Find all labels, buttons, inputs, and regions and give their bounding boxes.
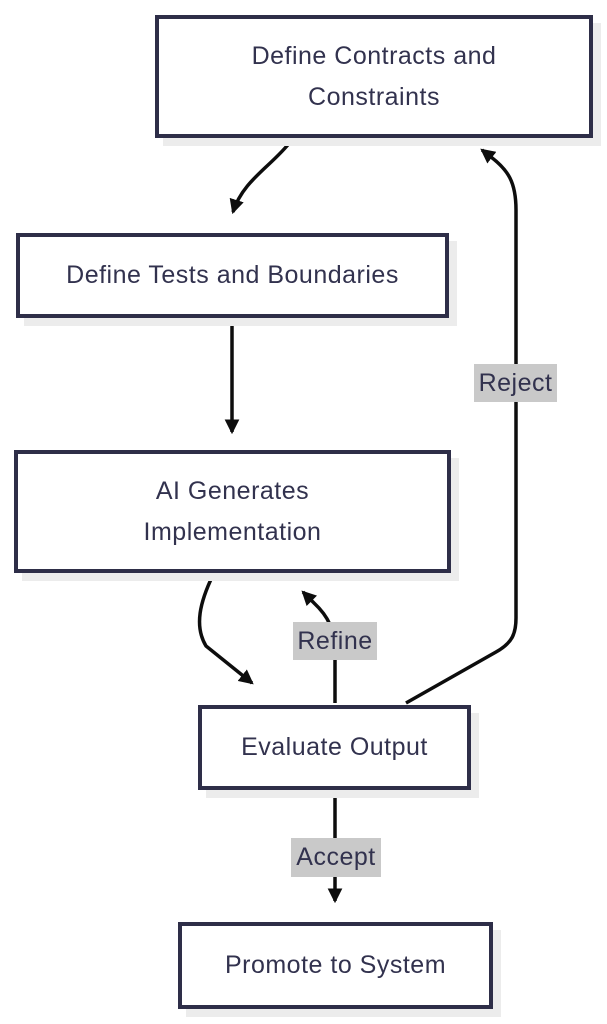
node-label-line: AI Generates: [155, 477, 310, 505]
node-evaluate-output: Evaluate Output: [198, 705, 471, 790]
edge-label-reject: Reject: [474, 364, 557, 402]
edge-evaluate-to-contracts-reject: [405, 148, 518, 705]
node-label: Evaluate Output: [241, 727, 428, 768]
node-label: AI Generates Implementation: [144, 471, 322, 552]
edge-label-refine: Refine: [293, 622, 377, 660]
node-ai-generates-implementation: AI Generates Implementation: [14, 450, 451, 573]
edge-ai-to-evaluate: [197, 574, 254, 685]
node-label-line: Define Tests and Boundaries: [66, 261, 399, 290]
node-label-line: Implementation: [143, 517, 322, 546]
node-label-line: Constraints: [308, 82, 440, 111]
node-label-line: Define Contracts and: [251, 42, 497, 70]
node-label-line: Promote to System: [224, 951, 447, 980]
node-promote-to-system: Promote to System: [178, 922, 493, 1009]
node-define-tests-and-boundaries: Define Tests and Boundaries: [16, 233, 449, 318]
edge-contracts-to-tests: [229, 139, 293, 215]
node-label: Define Tests and Boundaries: [66, 255, 399, 296]
node-label-line: Evaluate Output: [241, 733, 428, 762]
node-label: Define Contracts and Constraints: [252, 36, 497, 117]
edge-label-accept: Accept: [291, 838, 381, 877]
node-define-contracts-and-constraints: Define Contracts and Constraints: [155, 15, 593, 138]
node-label: Promote to System: [225, 945, 446, 986]
